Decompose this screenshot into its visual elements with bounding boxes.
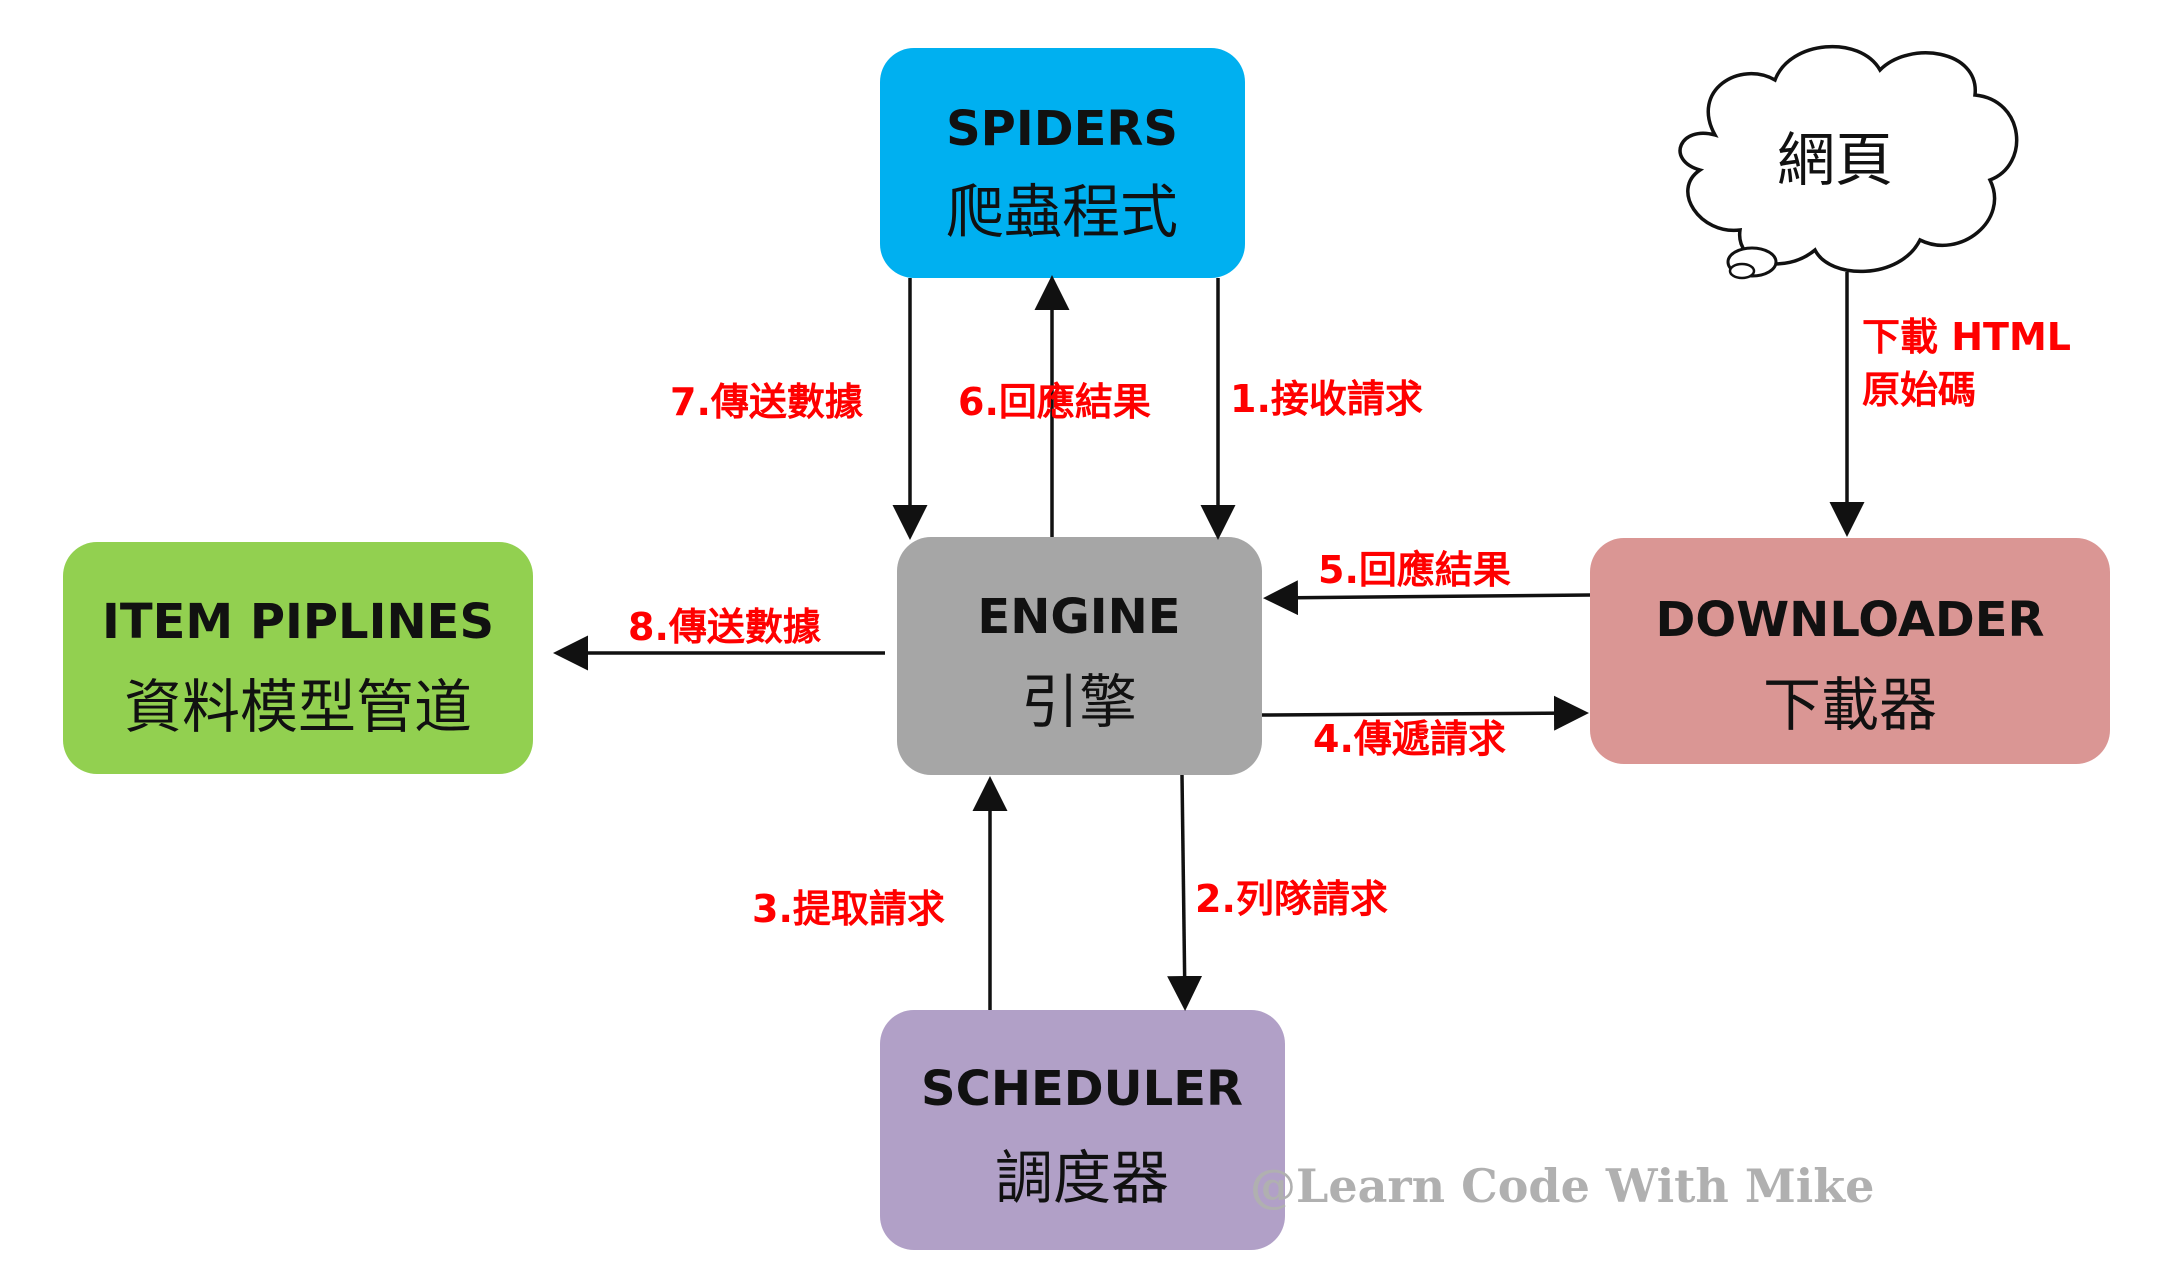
arrow-5 [1263, 580, 1591, 616]
pipelines-subtitle: 資料模型管道 [124, 673, 472, 741]
edge-label-3: 3.提取請求 [752, 887, 945, 931]
edge-label-2: 2.列隊請求 [1195, 877, 1388, 921]
engine-box [897, 537, 1262, 775]
scheduler-node: SCHEDULER 調度器 [880, 1010, 1285, 1250]
edge-label-5: 5.回應結果 [1318, 548, 1511, 592]
webpage-cloud: 網頁 [1678, 44, 2019, 280]
edge-label-4: 4.傳遞請求 [1313, 717, 1506, 761]
arrow-4 [1261, 695, 1589, 731]
downloader-node: DOWNLOADER 下載器 [1590, 538, 2110, 764]
engine-subtitle: 引擎 [1021, 668, 1137, 736]
cloud-icon [1678, 44, 2019, 274]
pipelines-box [63, 542, 533, 774]
cloud-label: 網頁 [1777, 126, 1893, 194]
spiders-title: SPIDERS [946, 101, 1178, 157]
cloud-tail-small [1728, 262, 1756, 280]
watermark-text: @Learn Code With Mike [1250, 1159, 1874, 1213]
downloader-box [1590, 538, 2110, 764]
edge-label-8: 8.傳送數據 [628, 605, 822, 649]
engine-title: ENGINE [977, 589, 1180, 645]
downloader-title: DOWNLOADER [1656, 592, 2045, 648]
edge-label-7: 7.傳送數據 [670, 380, 864, 424]
engine-node: ENGINE 引擎 [897, 537, 1262, 775]
pipelines-node: ITEM PIPLINES 資料模型管道 [63, 542, 533, 774]
edge-label-6: 6.回應結果 [958, 380, 1151, 424]
pipelines-title: ITEM PIPLINES [102, 594, 494, 650]
spiders-box [880, 48, 1245, 278]
edge-label-download-2: 原始碼 [1862, 368, 1976, 412]
edge-label-download-1: 下載 HTML [1862, 315, 2071, 359]
edge-label-1: 1.接收請求 [1230, 377, 1423, 421]
spiders-node: SPIDERS 爬蟲程式 [880, 48, 1245, 278]
scheduler-box [880, 1010, 1285, 1250]
arrow-2 [1167, 774, 1203, 1011]
downloader-subtitle: 下載器 [1763, 671, 1937, 739]
scheduler-title: SCHEDULER [921, 1061, 1243, 1117]
scheduler-subtitle: 調度器 [995, 1144, 1169, 1212]
spiders-subtitle: 爬蟲程式 [946, 178, 1178, 246]
